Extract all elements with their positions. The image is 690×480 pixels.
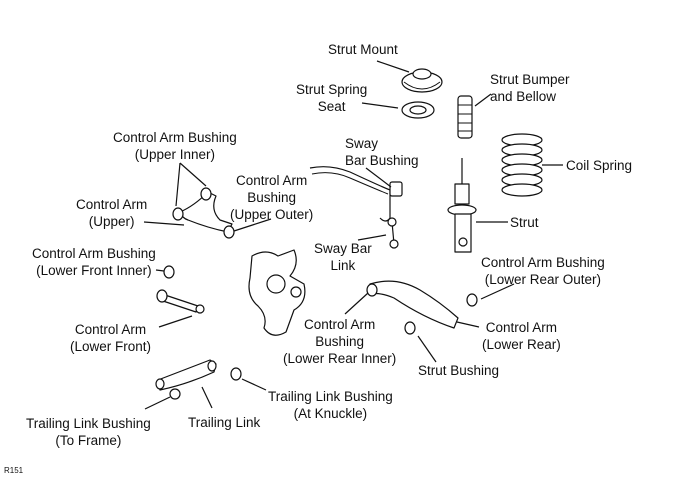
strut-mount-part [401,68,443,93]
label-control-arm-upper: Control Arm (Upper) [76,197,148,229]
label-sway-bar-bushing: Sway Bar Bushing [345,136,419,168]
sway-bar-bushing-part [389,181,403,197]
control-arm-lower-rear-part [366,280,478,335]
label-control-arm-bushing-upper-outer: Control Arm Bushing (Upper Outer) [230,173,314,222]
label-control-arm-bushing-lower-front-inner: Control Arm Bushing (Lower Front Inner) [32,246,156,278]
label-coil-spring: Coil Spring [566,158,633,173]
strut-part [447,158,477,253]
strut-bumper-part [457,95,473,139]
label-control-arm-lower-front: Control Arm (Lower Front) [70,322,152,354]
label-strut-bushing: Strut Bushing [418,363,500,378]
label-control-arm-bushing-upper-inner: Control Arm Bushing (Upper Inner) [113,130,237,162]
trailing-link-part [155,359,242,400]
label-strut-spring-seat: Strut Spring Seat [296,82,368,114]
sway-bar-link-part [387,217,399,249]
label-strut-bumper: Strut Bumper and Bellow [490,72,570,104]
knuckle-part [248,249,306,336]
label-control-arm-bushing-lower-rear-outer: Control Arm Bushing (Lower Rear Outer) [481,255,605,287]
coil-spring-part [501,133,543,197]
label-trailing-link: Trailing Link [188,415,261,430]
control-arm-lower-front-part [156,265,205,314]
sway-bar-part [309,166,391,222]
leader-lines [143,60,563,410]
label-control-arm-lower-rear: Control Arm (Lower Rear) [482,320,561,352]
control-arm-upper-part [172,187,235,239]
label-strut-mount: Strut Mount [328,42,398,57]
label-trailing-link-bushing-frame: Trailing Link Bushing (To Frame) [26,416,151,448]
figure-code: R151 [4,466,24,475]
label-control-arm-bushing-lower-rear-inner: Control Arm Bushing (Lower Rear Inner) [283,317,397,366]
strut-spring-seat-part [401,101,435,119]
label-trailing-link-bushing-knuckle: Trailing Link Bushing (At Knuckle) [268,389,393,421]
label-strut: Strut [510,215,539,230]
label-sway-bar-link: Sway Bar Link [314,241,372,273]
